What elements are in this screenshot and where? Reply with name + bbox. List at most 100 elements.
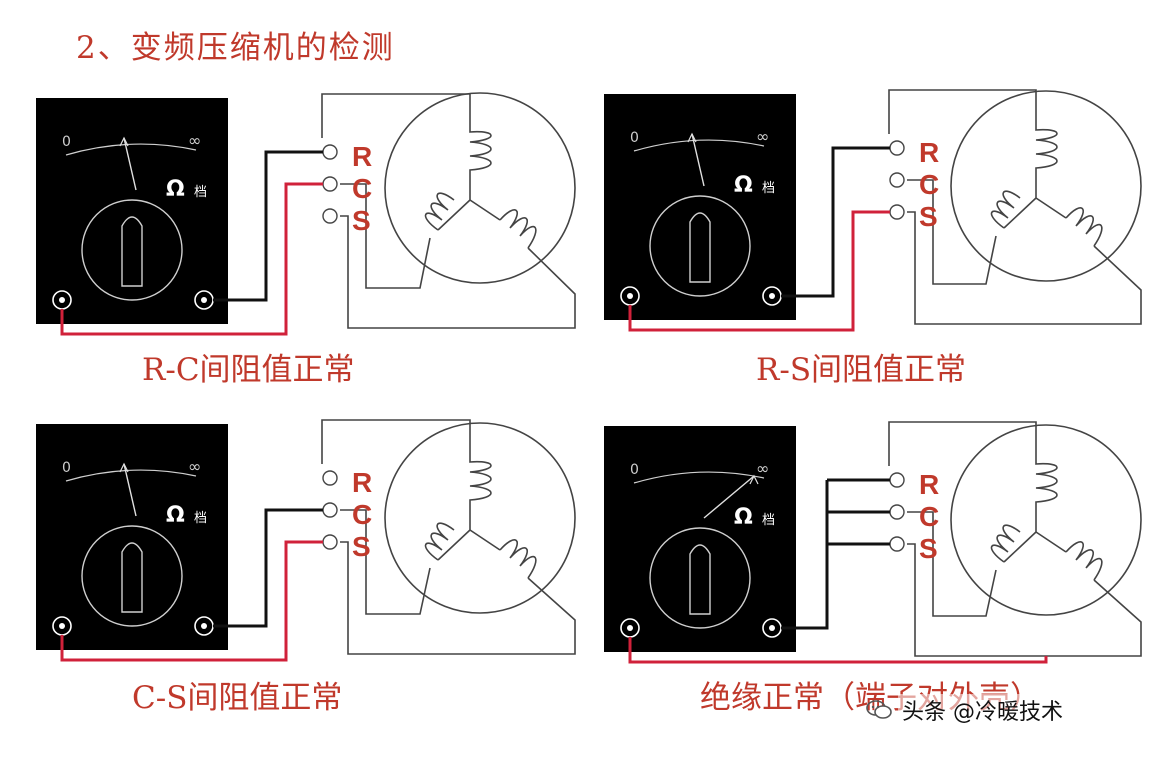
terminal-c <box>889 504 905 520</box>
coil-r <box>1035 116 1058 176</box>
watermark-text: 头条 @冷暖技术 <box>898 694 1067 726</box>
terminal-c <box>322 502 338 518</box>
selector-knob <box>649 195 751 297</box>
coil-r <box>1035 450 1058 510</box>
terminal-r <box>889 140 905 156</box>
terminal-label-r: R <box>919 469 939 500</box>
black-test-lead <box>781 146 890 298</box>
range-label: 档 <box>762 181 775 196</box>
caption-rc: R-C间阻值正常 <box>142 352 355 388</box>
meter-scale-arc <box>65 143 197 156</box>
wire-c <box>340 509 431 615</box>
meter-needle <box>703 475 755 519</box>
scale-zero-label: 0 <box>62 460 71 476</box>
meter-needle <box>123 137 137 191</box>
wire-r <box>321 93 471 138</box>
wire-r <box>888 421 1037 466</box>
red-test-lead <box>628 210 890 332</box>
terminal-c <box>889 172 905 188</box>
terminal-s <box>889 204 905 220</box>
terminal-label-c: C <box>352 173 372 204</box>
terminal-c <box>322 176 338 192</box>
ohm-symbol: Ω <box>166 503 185 528</box>
selector-pointer <box>689 544 711 615</box>
coil-s <box>1065 207 1103 247</box>
needle-tip <box>119 136 129 147</box>
motor-stator-circle <box>384 92 576 284</box>
jack-negative-center <box>59 623 65 629</box>
wire-c <box>907 179 997 285</box>
jack-positive-center <box>201 623 207 629</box>
selector-knob <box>81 525 183 627</box>
caption-cs: C-S间阻值正常 <box>132 680 343 716</box>
terminal-r <box>889 472 905 488</box>
terminal-label-s: S <box>352 531 371 562</box>
terminal-label-c: C <box>919 169 939 200</box>
needle-tip <box>687 132 697 143</box>
coil-s <box>499 209 537 249</box>
needle-tip <box>749 474 759 485</box>
wire-s <box>340 541 576 655</box>
terminal-r <box>322 144 338 160</box>
motor-stator-circle <box>950 90 1142 282</box>
star-connection <box>1003 176 1067 229</box>
black-test-lead <box>213 508 323 628</box>
terminal-label-s: S <box>919 201 938 232</box>
jack-negative-center <box>627 625 633 631</box>
red-test-lead <box>60 182 323 336</box>
coil-c <box>990 190 1021 229</box>
jack-positive-center <box>769 625 775 631</box>
wire-r <box>888 89 1037 134</box>
terminal-r <box>322 470 338 486</box>
wire-s <box>340 215 576 329</box>
selector-pointer <box>121 216 143 287</box>
terminal-label-r: R <box>919 137 939 168</box>
scale-zero-label: 0 <box>630 130 639 146</box>
selector-pointer <box>689 212 711 283</box>
terminal-label-c: C <box>919 501 939 532</box>
terminal-label-r: R <box>352 467 372 498</box>
ohm-symbol: Ω <box>734 505 753 530</box>
range-label: 档 <box>762 513 775 528</box>
selector-pointer <box>121 542 143 613</box>
wire-r <box>321 419 471 464</box>
jack-positive-center <box>201 297 207 303</box>
terminal-label-r: R <box>352 141 372 172</box>
watermark: 头条 @冷暖技术 <box>866 690 1067 730</box>
needle-tip <box>119 462 129 473</box>
coil-r <box>469 448 492 508</box>
scale-zero-label: 0 <box>630 462 639 478</box>
page-title: 2、变频压缩机的检测 <box>76 30 395 66</box>
wire-s <box>907 543 1142 657</box>
ohm-symbol: Ω <box>166 177 185 202</box>
ohm-symbol: Ω <box>734 173 753 198</box>
jack-negative-center <box>627 293 633 299</box>
caption-rs: R-S间阻值正常 <box>756 352 967 388</box>
coil-r <box>469 118 492 178</box>
terminal-label-s: S <box>352 205 371 236</box>
motor-stator-circle <box>384 422 576 614</box>
scale-infinity-label: ∞ <box>188 131 201 150</box>
coil-c <box>990 524 1021 563</box>
selector-knob <box>649 527 751 629</box>
scale-zero-label: 0 <box>62 134 71 150</box>
terminal-s <box>322 534 338 550</box>
terminal-label-s: S <box>919 533 938 564</box>
jack-negative-center <box>59 297 65 303</box>
coil-c <box>424 522 455 561</box>
terminal-s <box>322 208 338 224</box>
coil-s <box>499 539 537 579</box>
terminal-s <box>889 536 905 552</box>
red-test-lead <box>628 637 1048 664</box>
jack-positive-center <box>769 293 775 299</box>
coil-s <box>1065 541 1103 581</box>
wire-s <box>907 211 1142 325</box>
wire-c <box>340 183 431 289</box>
wire-c <box>907 511 997 617</box>
star-connection <box>437 178 501 231</box>
